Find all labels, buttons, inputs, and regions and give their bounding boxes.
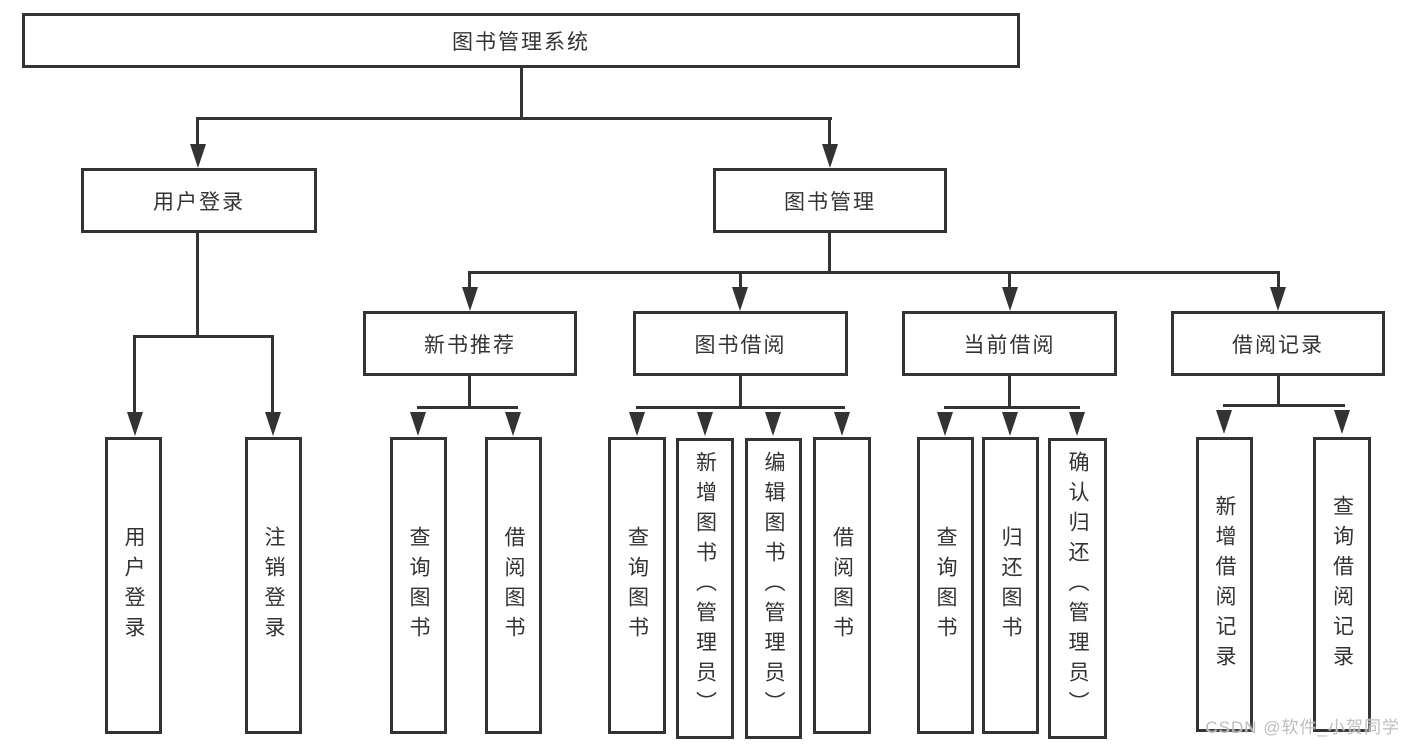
arrow-down-icon bbox=[1069, 412, 1085, 436]
leaf-confirm-return-admin: 确认归还（管理员） bbox=[1048, 438, 1107, 739]
connector-line bbox=[828, 117, 831, 146]
node-book-management: 图书管理 bbox=[713, 168, 947, 233]
arrow-down-icon bbox=[462, 287, 478, 311]
arrow-down-icon bbox=[834, 412, 850, 436]
leaf-add-book-admin: 新增图书（管理员） bbox=[676, 438, 734, 739]
connector-line bbox=[417, 406, 518, 409]
connector-line bbox=[196, 233, 199, 337]
connector-line bbox=[636, 406, 845, 409]
arrow-down-icon bbox=[822, 144, 838, 168]
leaf-borrow-books-recommend: 借阅图书 bbox=[485, 437, 542, 734]
arrow-down-icon bbox=[127, 412, 143, 436]
arrow-down-icon bbox=[505, 412, 521, 436]
connector-line bbox=[1008, 271, 1011, 289]
node-new-book-recommendation: 新书推荐 bbox=[363, 311, 577, 376]
node-user-login: 用户登录 bbox=[81, 168, 317, 233]
connector-line bbox=[468, 376, 471, 408]
arrow-down-icon bbox=[697, 412, 713, 436]
leaf-query-books-current: 查询图书 bbox=[917, 437, 974, 734]
arrow-down-icon bbox=[937, 412, 953, 436]
connector-line bbox=[828, 233, 831, 273]
leaf-edit-book-admin: 编辑图书（管理员） bbox=[745, 438, 802, 739]
connector-line bbox=[271, 335, 274, 414]
connector-line bbox=[1277, 271, 1280, 289]
connector-line bbox=[1277, 376, 1280, 406]
connector-line bbox=[1223, 404, 1345, 407]
csdn-watermark: CSDN @软件_小贺同学 bbox=[1205, 718, 1400, 737]
leaf-query-books-recommend: 查询图书 bbox=[390, 437, 447, 734]
arrow-down-icon bbox=[629, 412, 645, 436]
leaf-add-borrow-record: 新增借阅记录 bbox=[1196, 437, 1253, 732]
node-book-borrowing: 图书借阅 bbox=[633, 311, 848, 376]
connector-line bbox=[739, 271, 742, 289]
arrow-down-icon bbox=[410, 412, 426, 436]
connector-line bbox=[1008, 376, 1011, 408]
connector-line bbox=[133, 335, 136, 414]
arrow-down-icon bbox=[1270, 287, 1286, 311]
connector-line bbox=[468, 271, 471, 289]
leaf-query-borrow-record: 查询借阅记录 bbox=[1313, 437, 1371, 732]
connector-line bbox=[944, 406, 1080, 409]
leaf-borrow-books-borrowing: 借阅图书 bbox=[813, 437, 871, 734]
arrow-down-icon bbox=[1216, 410, 1232, 434]
node-borrowing-records: 借阅记录 bbox=[1171, 311, 1385, 376]
leaf-user-login: 用户登录 bbox=[105, 437, 162, 734]
arrow-down-icon bbox=[1334, 410, 1350, 434]
arrow-down-icon bbox=[1002, 412, 1018, 436]
connector-line bbox=[739, 376, 742, 408]
arrow-down-icon bbox=[1002, 287, 1018, 311]
leaf-logout: 注销登录 bbox=[245, 437, 302, 734]
arrow-down-icon bbox=[765, 412, 781, 436]
arrow-down-icon bbox=[732, 287, 748, 311]
leaf-return-books: 归还图书 bbox=[982, 437, 1039, 734]
connector-line bbox=[468, 271, 1280, 274]
leaf-query-books-borrowing: 查询图书 bbox=[608, 437, 666, 734]
connector-line bbox=[133, 335, 274, 338]
node-current-borrowing: 当前借阅 bbox=[902, 311, 1117, 376]
connector-line bbox=[196, 117, 832, 120]
connector-line bbox=[520, 67, 523, 118]
arrow-down-icon bbox=[265, 412, 281, 436]
node-library-system: 图书管理系统 bbox=[22, 13, 1020, 68]
arrow-down-icon bbox=[190, 144, 206, 168]
connector-line bbox=[196, 117, 199, 146]
